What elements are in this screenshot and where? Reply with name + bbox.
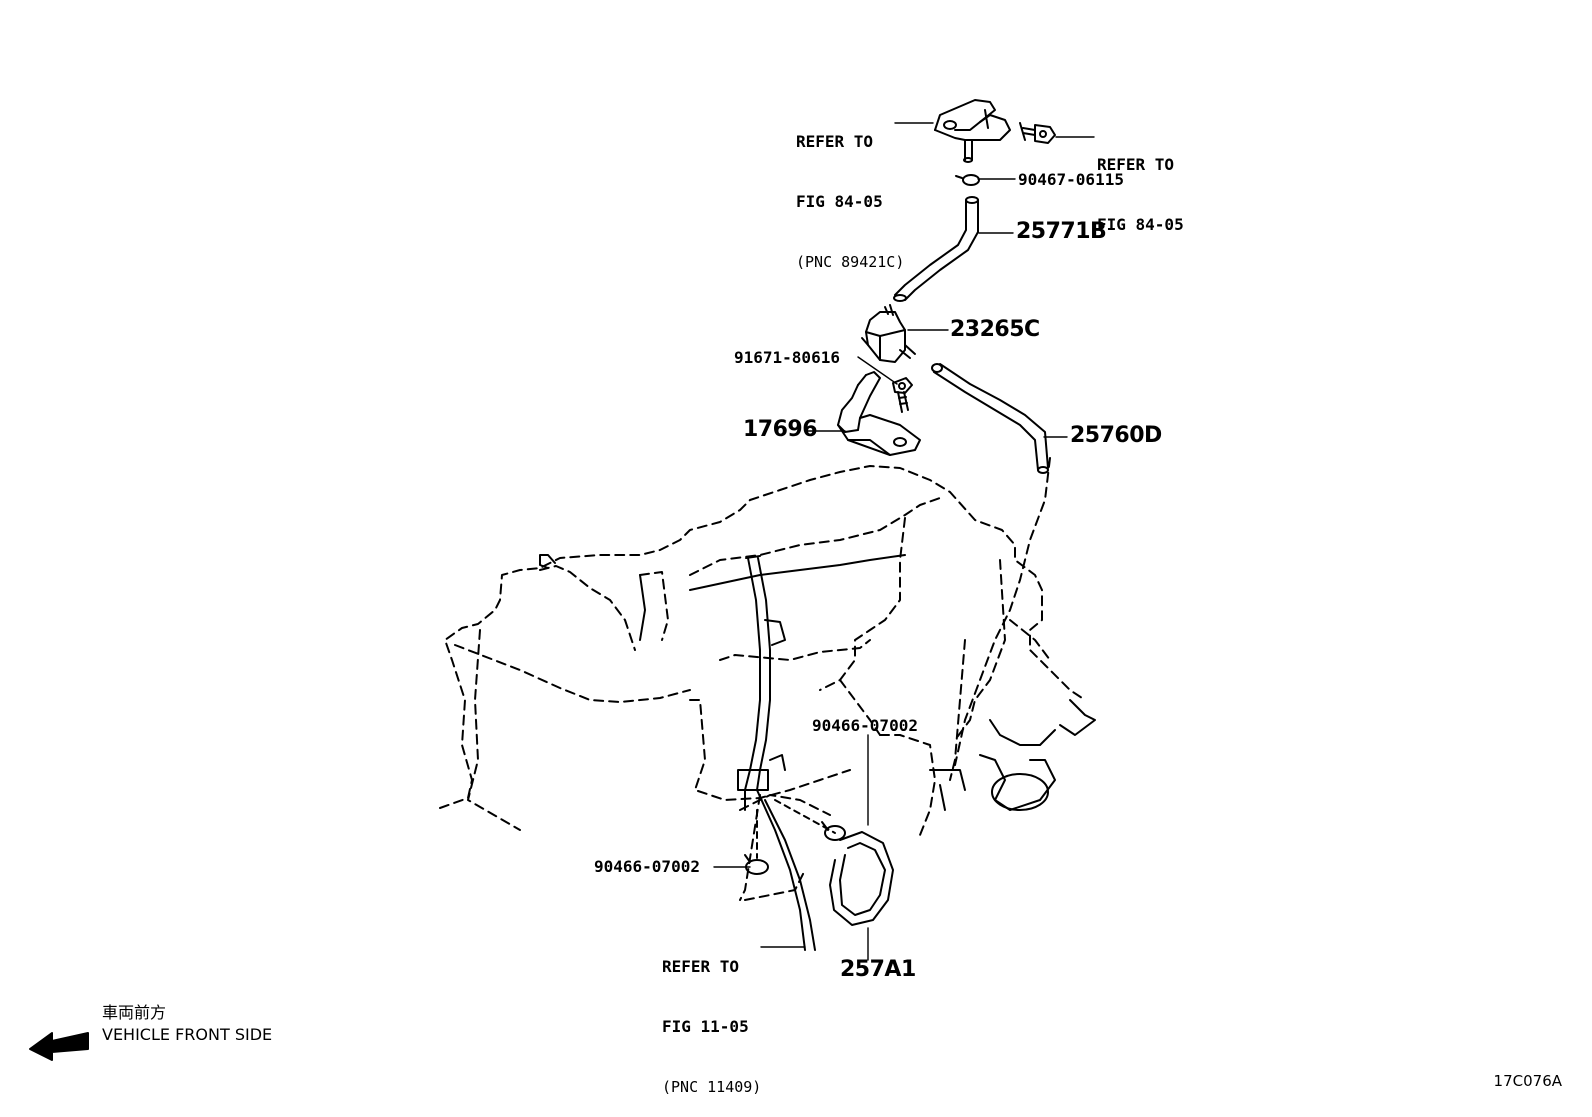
refer-bottom-label: REFER TO FIG 11-05 (PNC 11409) bbox=[662, 917, 761, 1117]
refer-bottom-line3: (PNC 11409) bbox=[662, 1078, 762, 1096]
refer-top-left-label: REFER TO FIG 84-05 (PNC 89421C) bbox=[796, 92, 904, 292]
vehicle-front-jp: 車両前方 bbox=[102, 1003, 167, 1022]
part-90467-label[interactable]: 90467-06115 bbox=[1018, 170, 1124, 189]
dipstick-tube bbox=[737, 555, 816, 951]
refer-bottom-line2: FIG 11-05 bbox=[662, 1017, 749, 1036]
bolt-91671 bbox=[892, 377, 913, 413]
figure-code: 17C076A bbox=[1493, 1072, 1562, 1090]
vehicle-front-en: VEHICLE FRONT SIDE bbox=[102, 1025, 273, 1044]
hose-25760D bbox=[931, 363, 1049, 474]
refer-top-right-label: REFER TO FIG 84-05 bbox=[1097, 115, 1184, 255]
part-23265C-label[interactable]: 23265C bbox=[950, 317, 1040, 342]
refer-top-right-line1: REFER TO bbox=[1097, 155, 1175, 174]
refer-bottom-line1: REFER TO bbox=[662, 957, 740, 976]
part-90466-right-label[interactable]: 90466-07002 bbox=[812, 716, 918, 735]
engine-outline bbox=[439, 457, 1086, 901]
bracket-17696 bbox=[837, 371, 921, 456]
vacuum-sensor bbox=[934, 99, 1011, 163]
part-91671-label[interactable]: 91671-80616 bbox=[734, 348, 840, 367]
part-17696-label[interactable]: 17696 bbox=[743, 417, 818, 442]
bolt-top-right bbox=[1019, 122, 1056, 144]
refer-top-left-line2: FIG 84-05 bbox=[796, 192, 883, 211]
part-25771B-label[interactable]: 25771B bbox=[1016, 219, 1107, 244]
part-90466-left-label[interactable]: 90466-07002 bbox=[594, 857, 700, 876]
refer-top-left-line3: (PNC 89421C) bbox=[796, 253, 905, 271]
leader-lines bbox=[713, 122, 1095, 961]
clip-90467 bbox=[955, 174, 980, 186]
refer-top-right-line2: FIG 84-05 bbox=[1097, 215, 1184, 234]
clamp-90466-right bbox=[821, 821, 846, 841]
part-25760D-label[interactable]: 25760D bbox=[1070, 423, 1162, 448]
arrow-left-icon bbox=[29, 1032, 89, 1061]
refer-top-left-line1: REFER TO bbox=[796, 132, 874, 151]
vehicle-front-legend: 車両前方 VEHICLE FRONT SIDE bbox=[102, 1002, 272, 1046]
engine-solid-detail bbox=[539, 554, 1096, 811]
hose-25771B bbox=[893, 196, 979, 302]
hose-257A1 bbox=[829, 831, 894, 926]
part-257A1-label[interactable]: 257A1 bbox=[840, 957, 916, 982]
connection-dashes bbox=[756, 799, 836, 859]
vsv-23265C bbox=[861, 304, 916, 363]
